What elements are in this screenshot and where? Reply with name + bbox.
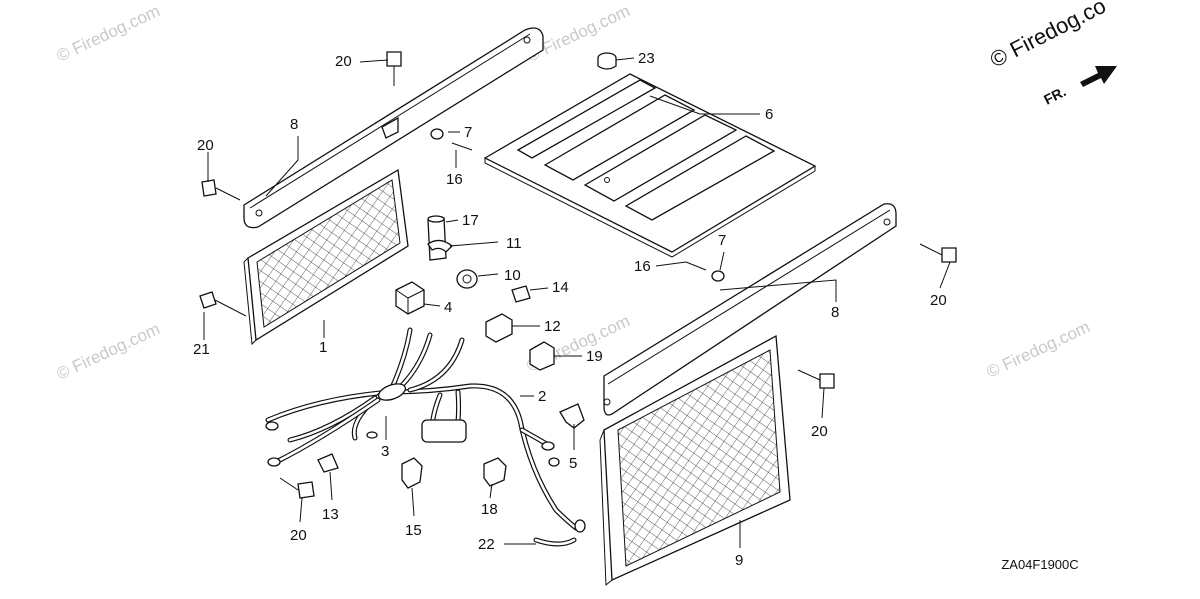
callout-20: 20 [811, 423, 828, 440]
part-8-lower-rail [603, 203, 897, 416]
callout-21: 21 [193, 341, 210, 358]
part-6-cover-sheet [483, 73, 817, 258]
watermark-corner: © Firedog.co [986, 0, 1110, 72]
callout-15: 15 [405, 522, 422, 539]
callouts: 20 8 20 21 1 17 11 10 14 4 12 19 2 3 5 1… [193, 50, 1079, 572]
callout-16: 16 [446, 171, 463, 188]
callout-14: 14 [552, 279, 569, 296]
callout-23: 23 [638, 50, 655, 67]
part-20-bolt [919, 243, 957, 263]
part-12-connector [485, 313, 513, 343]
callout-8: 8 [831, 304, 839, 321]
callout-2: 2 [538, 388, 546, 405]
part-16-pin [451, 142, 473, 151]
part-21-bolt [199, 291, 247, 317]
callout-5: 5 [569, 455, 577, 472]
part-7-collar [711, 270, 725, 282]
callout-13: 13 [322, 506, 339, 523]
callout-4: 4 [444, 299, 452, 316]
part-20-bolt [386, 51, 402, 86]
part-20-bolt [201, 179, 241, 201]
part-20-bolt [279, 477, 315, 499]
callout-3: 3 [381, 443, 389, 460]
leader-lines [203, 57, 951, 548]
diagram-code: ZA04F1900C [1001, 557, 1078, 572]
watermark: © Firedog.com [984, 317, 1093, 381]
part-4-relay [395, 281, 425, 315]
callout-20: 20 [930, 292, 947, 309]
part-10-grommet [456, 269, 478, 289]
watermark: © Firedog.com [54, 319, 163, 383]
callout-22: 22 [478, 536, 495, 553]
part-11-clip [427, 239, 453, 253]
callout-10: 10 [504, 267, 521, 284]
part-7-collar [430, 128, 444, 140]
callout-20: 20 [197, 137, 214, 154]
front-direction-marker: FR. [1041, 66, 1117, 108]
callout-7: 7 [718, 232, 726, 249]
part-9-right-mesh-panel [599, 334, 791, 587]
part-5-clamp [559, 403, 585, 429]
part-15-connector [401, 457, 423, 489]
callout-19: 19 [586, 348, 603, 365]
callout-8: 8 [290, 116, 298, 133]
part-13-clamp [317, 453, 339, 473]
callout-20: 20 [290, 527, 307, 544]
callout-17: 17 [462, 212, 479, 229]
callout-9: 9 [735, 552, 743, 569]
part-17-tube [427, 217, 447, 261]
small-parts [199, 51, 957, 547]
callout-18: 18 [481, 501, 498, 518]
part-1-left-mesh-panel [243, 168, 409, 346]
part-20-bolt [797, 369, 835, 389]
callout-20: 20 [335, 53, 352, 70]
front-arrow-icon [1080, 66, 1117, 87]
callout-11: 11 [506, 235, 522, 252]
part-18-connector [483, 457, 507, 487]
watermark: © Firedog.com [54, 1, 163, 65]
callout-1: 1 [319, 339, 327, 356]
callout-6: 6 [765, 106, 773, 123]
callout-16: 16 [634, 258, 651, 275]
front-label: FR. [1041, 83, 1068, 107]
part-16-pin [685, 261, 707, 271]
part-8-upper-rail [243, 27, 544, 229]
part-19-connector [529, 341, 555, 371]
part-14-clip [511, 285, 531, 303]
part-2-wire-harness [265, 327, 586, 533]
callout-7: 7 [464, 124, 472, 141]
callout-12: 12 [544, 318, 561, 335]
